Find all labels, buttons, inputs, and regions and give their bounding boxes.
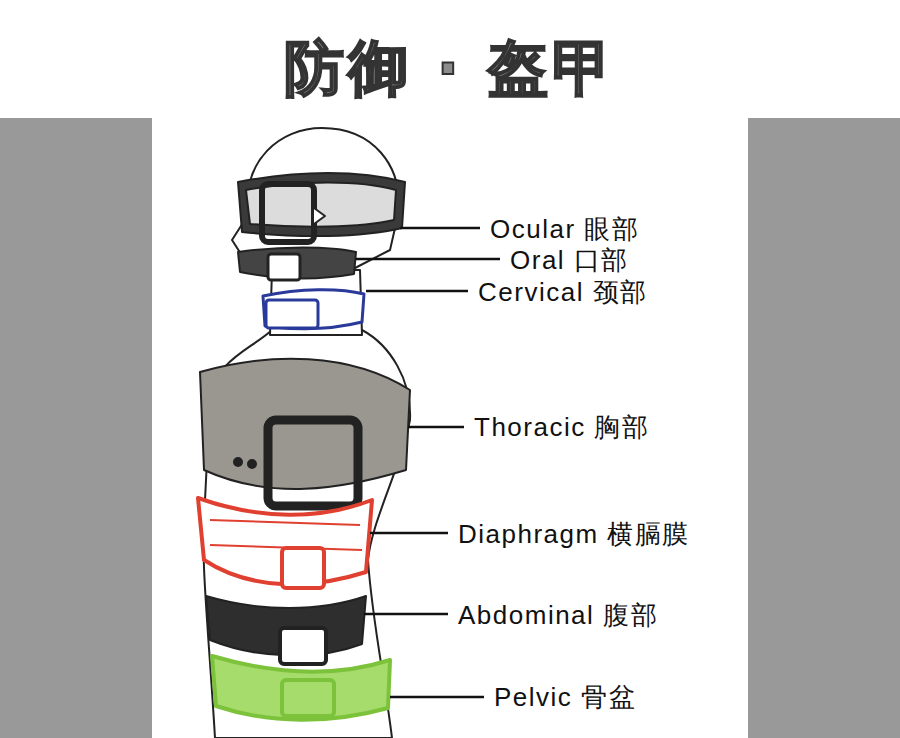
ocular-belt-inner — [246, 183, 396, 227]
part-label: Diaphragm 横膈膜 — [456, 518, 692, 550]
part-label: Cervical 颈部 — [476, 276, 650, 308]
belt-hole — [248, 460, 256, 468]
side-panel — [748, 118, 900, 738]
part-label: Thoracic 胸部 — [472, 411, 651, 443]
leader-line — [356, 258, 500, 261]
part-label: Abdominal 腹部 — [456, 599, 660, 631]
part-label: Oral 口部 — [508, 244, 631, 276]
belt-hole — [234, 458, 242, 466]
leader-line — [408, 426, 464, 429]
pelvic-belt — [212, 656, 390, 720]
buckle — [262, 184, 314, 242]
buckle — [280, 628, 326, 664]
hatch-line — [210, 520, 360, 525]
buckle — [268, 254, 300, 280]
buckle — [266, 300, 318, 328]
leader-line — [366, 290, 468, 293]
side-panel — [0, 118, 152, 738]
cervical-collar — [263, 290, 364, 329]
leader-line — [390, 696, 484, 699]
buckle — [282, 548, 324, 588]
buckle — [282, 680, 334, 716]
buckle — [268, 420, 358, 506]
leader-line — [370, 532, 448, 535]
diagram-title: 防御 · 盔甲 — [284, 35, 617, 101]
part-label: Ocular 眼部 — [488, 213, 641, 245]
belt-tip — [314, 208, 325, 224]
leader-line — [364, 613, 448, 616]
leader-line — [400, 227, 480, 230]
part-label: Pelvic 骨盆 — [492, 681, 638, 713]
